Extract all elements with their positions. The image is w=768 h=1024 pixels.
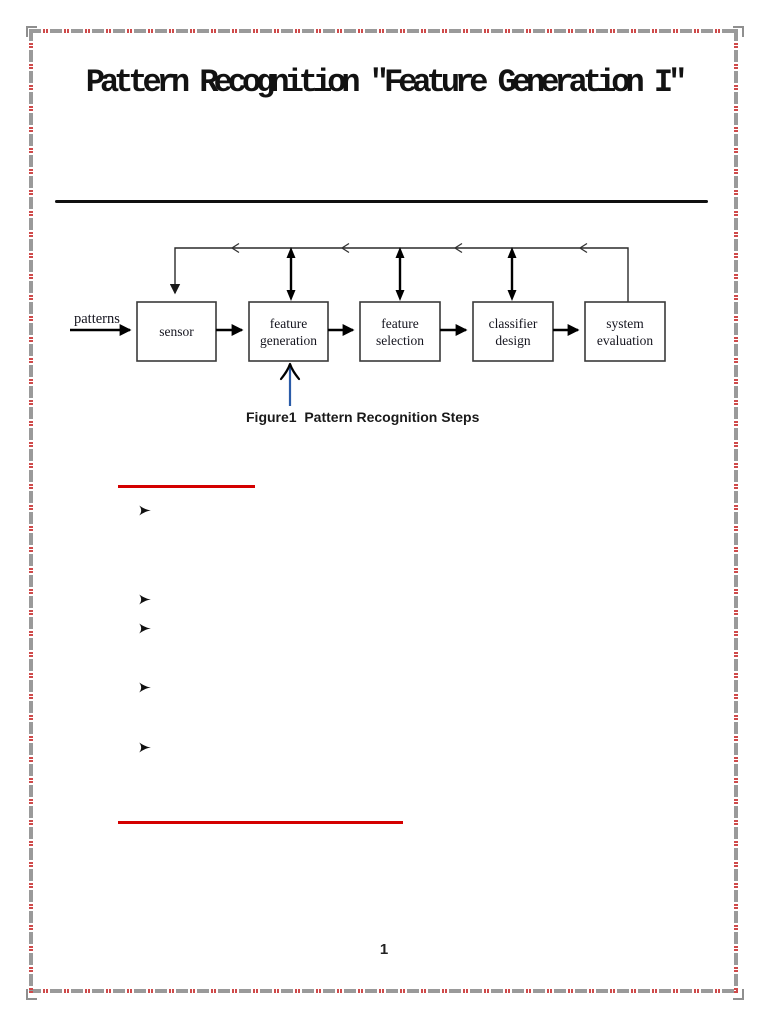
list-item	[137, 739, 165, 755]
list-item	[137, 502, 165, 518]
bullet-arrow-icon	[137, 592, 153, 607]
chevron-left-icon	[453, 242, 463, 254]
box-label-system: system	[606, 316, 644, 331]
diagram-box-system-evaluation: system evaluation	[584, 301, 666, 362]
page-border-left	[29, 29, 33, 993]
page-border-top	[29, 29, 738, 33]
chevron-left-icon	[230, 242, 240, 254]
bullet-arrow-icon	[137, 740, 153, 755]
border-corner-icon	[26, 989, 37, 1000]
figure-caption: Figure1 Pattern Recognition Steps	[246, 409, 480, 425]
border-corner-icon	[26, 26, 37, 37]
diagram-box-feature-selection: feature selection	[359, 301, 441, 362]
box-label-feature2: feature	[381, 316, 418, 331]
diagram-box-feature-generation: feature generation	[248, 301, 329, 362]
list-item	[137, 620, 165, 636]
list-item	[137, 679, 165, 695]
double-arrow-feature-selection	[395, 247, 405, 301]
page-title: Pattern Recognition "Feature Generation …	[85, 64, 688, 101]
box-label-design: design	[495, 333, 530, 348]
page-number: 1	[379, 941, 389, 958]
title-divider-rule	[55, 200, 708, 203]
bullet-arrow-icon	[137, 503, 153, 518]
border-corner-icon	[733, 989, 744, 1000]
list-item	[137, 591, 165, 607]
box-label-classifier: classifier	[489, 316, 538, 331]
section-underline-1	[118, 485, 255, 488]
box-label-evaluation: evaluation	[597, 333, 653, 348]
page-border-bottom	[29, 989, 738, 993]
box-label-sensor: sensor	[159, 324, 194, 339]
feedback-loop-line	[169, 247, 629, 302]
pattern-recognition-flow-diagram: patterns sensor feature generation featu…	[70, 242, 666, 406]
chevron-left-icon	[578, 242, 588, 254]
figure-pointer-arrow-icon	[279, 362, 301, 406]
bullet-arrow-icon	[137, 680, 153, 695]
double-arrow-feature-generation	[286, 247, 296, 301]
box-label-feature: feature	[270, 316, 307, 331]
section-underline-2	[118, 821, 403, 824]
box-label-generation: generation	[260, 333, 317, 348]
patterns-label: patterns	[74, 311, 120, 327]
page-border-right	[734, 29, 738, 993]
chevron-left-icon	[340, 242, 350, 254]
box-label-selection: selection	[376, 333, 424, 348]
border-corner-icon	[733, 26, 744, 37]
diagram-box-sensor: sensor	[136, 301, 217, 362]
double-arrow-classifier-design	[507, 247, 517, 301]
diagram-box-classifier-design: classifier design	[472, 301, 554, 362]
bullet-arrow-icon	[137, 621, 153, 636]
